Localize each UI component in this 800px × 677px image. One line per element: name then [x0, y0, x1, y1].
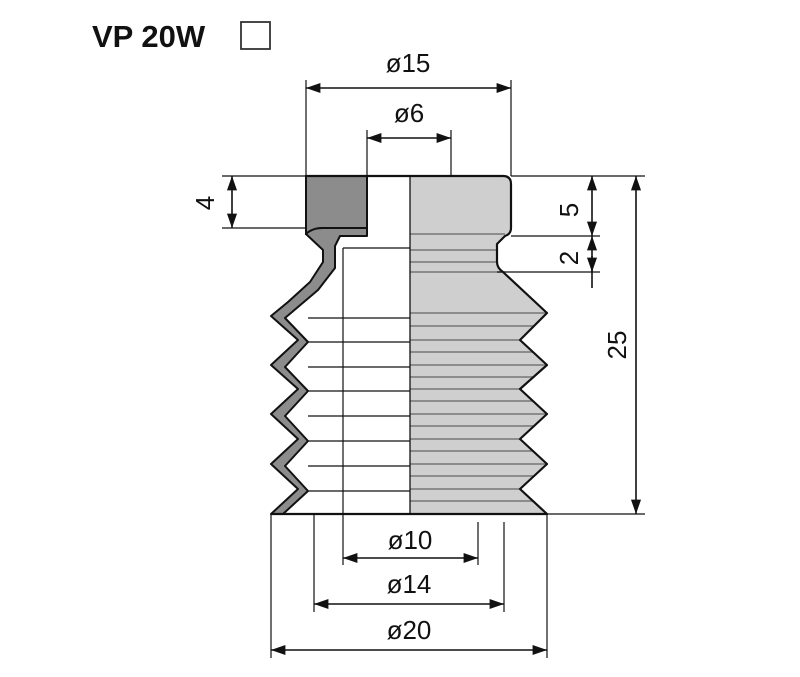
- dimension-bottom-mid: ø14: [313, 514, 505, 612]
- dimension-bottom-inner: ø10: [342, 514, 479, 565]
- dimension-neck-height: 2: [497, 236, 600, 288]
- dimension-flange-height: 4: [190, 175, 306, 229]
- dimension-top-outer: ø15: [305, 48, 512, 176]
- dim-bottom-mid-label: ø14: [387, 569, 432, 599]
- dimension-bottom-outer: ø20: [270, 514, 548, 658]
- dim-bottom-inner-label: ø10: [388, 525, 433, 555]
- dim-neck-height-label: 2: [554, 251, 584, 265]
- product-title: VP 20W: [92, 19, 206, 54]
- variant-checkbox: [240, 21, 271, 50]
- dim-collar-height-label: 5: [554, 203, 584, 217]
- body-exterior: [410, 174, 549, 516]
- body-section: [270, 174, 410, 516]
- dimension-collar-height: 5: [511, 175, 645, 237]
- dim-bottom-outer-label: ø20: [387, 615, 432, 645]
- dim-top-outer-label: ø15: [386, 48, 431, 78]
- dim-overall-height-label: 25: [602, 331, 632, 360]
- dimension-overall-height: 25: [547, 176, 645, 515]
- dim-top-inner-label: ø6: [394, 98, 424, 128]
- dimension-top-inner: ø6: [366, 98, 452, 176]
- dim-flange-height-label: 4: [190, 196, 220, 210]
